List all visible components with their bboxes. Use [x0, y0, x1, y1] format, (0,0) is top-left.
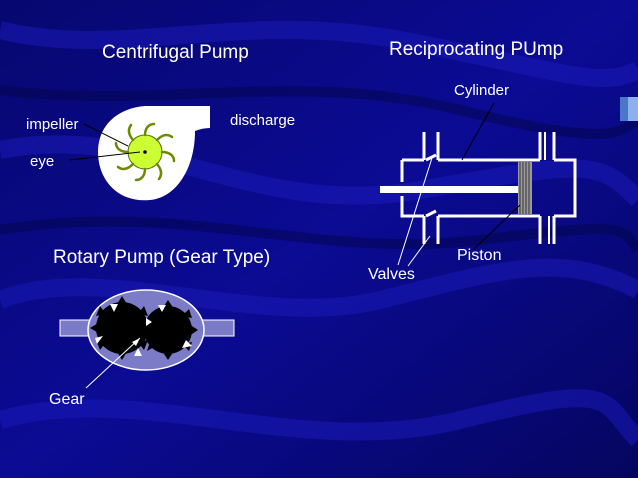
piston-label: Piston: [457, 247, 502, 264]
valves-pointer-lower: [407, 235, 431, 267]
suction-valve-ports: [422, 132, 440, 244]
valves-pointer-upper: [397, 157, 433, 266]
discharge-label: discharge: [230, 112, 296, 129]
rotary-pump-title: Rotary Pump (Gear Type): [53, 247, 271, 268]
gear-tooth-highlights: [95, 304, 192, 356]
eye-label: eye: [30, 153, 55, 170]
centrifugal-pump-title: Centrifugal Pump: [102, 42, 249, 63]
right-valve-ports: [538, 132, 556, 244]
piston-head: [518, 162, 532, 214]
gear-pointer: [85, 337, 141, 389]
centrifugal-pump-diagram: [69, 106, 210, 201]
reciprocating-pump-diagram: [380, 102, 577, 267]
cylinder-body: [400, 158, 577, 218]
outlet-port: [199, 319, 235, 337]
impeller-pointer: [83, 123, 129, 147]
impeller-vanes: [114, 122, 176, 182]
gear-label: Gear: [49, 391, 85, 408]
eye-pointer: [69, 151, 141, 161]
side-tab: [620, 97, 638, 121]
piston-pointer: [472, 204, 521, 251]
rotary-pump-diagram: [59, 289, 235, 389]
cylinder-pointer: [461, 102, 495, 161]
impeller-label: impeller: [26, 116, 79, 133]
piston-rod: [380, 186, 518, 193]
valves-label: Valves: [368, 266, 415, 283]
cylinder-label: Cylinder: [454, 82, 510, 99]
reciprocating-pump-title: Reciprocating PUmp: [389, 39, 564, 60]
